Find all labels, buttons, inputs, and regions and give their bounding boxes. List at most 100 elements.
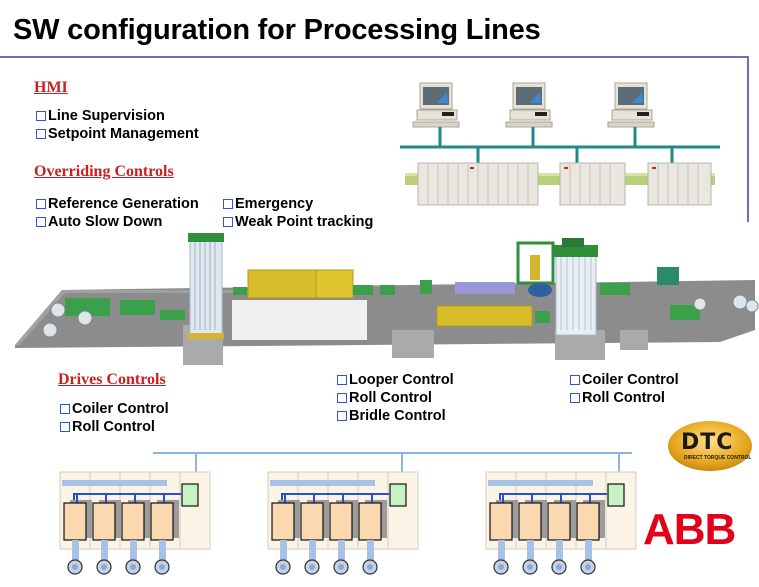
looper-tower-exit (555, 254, 597, 336)
processing-section (455, 282, 515, 294)
control-unit (181, 483, 199, 507)
status-led (564, 167, 568, 169)
checkbox-icon (570, 393, 580, 403)
hmi-item: Setpoint Management (36, 125, 199, 143)
motor-cable (527, 540, 534, 560)
plc-rack (417, 147, 539, 206)
item-label: Roll Control (582, 390, 665, 406)
drives-item: Looper Control (337, 371, 454, 389)
motor-cable (309, 540, 316, 560)
drives-heading: Drives Controls (58, 371, 166, 388)
hmi-workstation (505, 82, 553, 147)
keyboard (505, 121, 553, 128)
item-label: Bridle Control (349, 408, 446, 424)
title-rule (0, 56, 749, 58)
drive-system (59, 452, 637, 575)
power-bus (62, 480, 167, 486)
drives-exit-list: Coiler Control Roll Control (570, 371, 679, 407)
drive-cabinet (485, 453, 637, 575)
plc-module (559, 162, 626, 206)
item-label: Looper Control (349, 372, 454, 388)
overriding-item: Reference Generation (36, 195, 199, 213)
dtc-logo-text: DTC (681, 430, 734, 455)
power-bus (488, 480, 593, 486)
process-line (15, 233, 759, 365)
drive-unit (329, 502, 353, 541)
motor-cable (130, 540, 137, 560)
overriding-list-right: Emergency Weak Point tracking (223, 195, 373, 231)
drive-unit (300, 502, 324, 541)
item-label: Coiler Control (72, 401, 169, 417)
drive-unit (547, 502, 571, 541)
hmi-item: Line Supervision (36, 107, 199, 125)
motor-cable (556, 540, 563, 560)
furnace-pit (232, 300, 367, 340)
drive-unit (150, 502, 174, 541)
motor-cable (159, 540, 166, 560)
pc-case (416, 109, 458, 121)
drives-center-list: Looper Control Roll Control Bridle Contr… (337, 371, 454, 425)
checkbox-icon (223, 217, 233, 227)
item-label: Setpoint Management (48, 126, 199, 142)
checkbox-icon (223, 199, 233, 209)
power-bus (270, 480, 375, 486)
checkbox-icon (337, 411, 347, 421)
checkbox-icon (60, 404, 70, 414)
motor-cable (101, 540, 108, 560)
checkbox-icon (36, 217, 46, 227)
hmi-network (400, 82, 720, 206)
hmi-workstation (412, 82, 460, 147)
motor-cable (585, 540, 592, 560)
motor-cable (72, 540, 79, 560)
pc-case (509, 109, 551, 121)
motor-cable (338, 540, 345, 560)
drive-cabinet (59, 453, 211, 575)
item-label: Roll Control (349, 390, 432, 406)
checkbox-icon (337, 375, 347, 385)
control-unit (607, 483, 625, 507)
checkbox-icon (36, 129, 46, 139)
item-label: Reference Generation (48, 196, 199, 212)
fieldbus (73, 493, 181, 501)
item-label: Auto Slow Down (48, 214, 163, 230)
checkbox-icon (36, 111, 46, 121)
fieldbus (281, 493, 389, 501)
checkbox-icon (60, 422, 70, 432)
drives-item: Roll Control (570, 389, 679, 407)
drive-unit (121, 502, 145, 541)
status-led (652, 167, 656, 169)
motor-cable (280, 540, 287, 560)
keyboard (607, 121, 655, 128)
hmi-heading: HMI (34, 79, 68, 96)
motor-cable (367, 540, 374, 560)
overriding-item: Emergency (223, 195, 373, 213)
overriding-item: Auto Slow Down (36, 213, 199, 231)
drive-unit (358, 502, 382, 541)
drive-unit (576, 502, 600, 541)
drive-cabinet (267, 453, 419, 575)
drive-unit (63, 502, 87, 541)
motor-cable (498, 540, 505, 560)
abb-logo: ABB (643, 505, 736, 554)
checkbox-icon (36, 199, 46, 209)
drives-item: Bridle Control (337, 407, 454, 425)
fieldbus (499, 493, 607, 501)
drives-item: Coiler Control (60, 400, 169, 418)
overriding-list-left: Reference Generation Auto Slow Down (36, 195, 199, 231)
item-label: Emergency (235, 196, 314, 212)
overriding-item: Weak Point tracking (223, 213, 373, 231)
furnace-section (436, 305, 533, 327)
drives-item: Roll Control (337, 389, 454, 407)
dtc-logo (668, 421, 752, 471)
hmi-workstation (607, 82, 655, 147)
item-label: Roll Control (72, 419, 155, 435)
plc-module (647, 162, 712, 206)
keyboard (412, 121, 460, 128)
plc-rack (559, 147, 626, 206)
furnace-section (247, 269, 317, 299)
drive-unit (92, 502, 116, 541)
item-label: Line Supervision (48, 108, 165, 124)
drive-unit (518, 502, 542, 541)
status-led (470, 167, 474, 169)
